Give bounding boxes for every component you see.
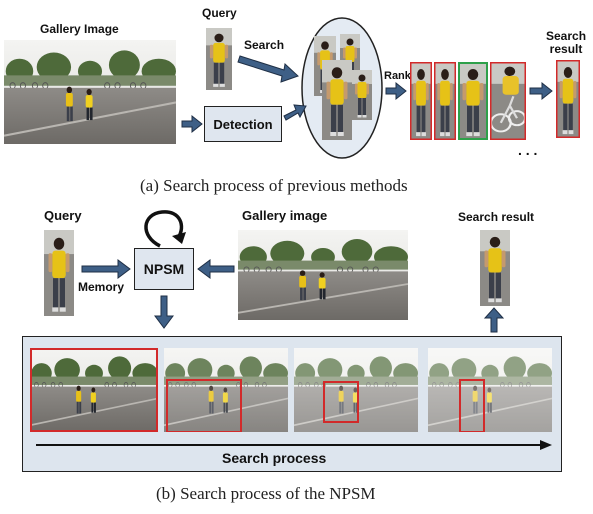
process-step-1 [30,348,158,432]
search-process-label: Search process [222,450,327,466]
gallery-image-a [4,40,176,144]
npsm-label: NPSM [143,261,185,277]
caption-a: (a) Search process of previous methods [140,176,408,195]
search-label-a: Search [244,38,285,52]
process-to-result-arrow [483,307,505,333]
memory-arrow [81,259,131,279]
ellipsis: . . . [518,142,538,158]
candidate-crop [352,70,372,120]
ranked-crop-4 [490,62,526,140]
detection-box: Detection [204,106,282,142]
ranked-crop-3-correct [458,62,488,140]
search-result-image-b [480,230,510,306]
candidate-crop [322,60,352,140]
gallery-image-label-b: Gallery image [242,208,328,223]
rank-label: Rank [384,70,411,82]
search-result-label-a: Search result [546,30,586,56]
memory-label: Memory [78,280,125,294]
search-result-label-b: Search result [458,210,535,224]
query-image-b [44,230,74,316]
detection-label: Detection [213,116,273,132]
gallery-to-detection-arrow [181,114,203,134]
gallery-to-npsm-arrow [197,259,235,279]
query-image-a [206,28,232,90]
gallery-image-label-a: Gallery Image [40,22,119,36]
loop-arrow [144,210,184,248]
process-step-3 [294,348,418,432]
gallery-image-b [238,230,408,320]
search-result-image-a [556,60,580,138]
process-step-2 [164,348,288,432]
npsm-box: NPSM [134,248,194,290]
npsm-to-process-arrow [154,295,174,329]
rank-arrow [385,81,407,101]
query-label-a: Query [202,6,237,20]
search-result-line2: result [549,42,583,56]
ranked-crop-2 [434,62,456,140]
search-arrow [237,55,299,83]
query-label-b: Query [44,208,82,223]
result-arrow [529,81,553,101]
caption-b: (b) Search process of the NPSM [156,484,376,503]
ranked-crop-1 [410,62,432,140]
search-result-line1: Search [546,29,587,43]
process-step-4 [428,348,552,432]
